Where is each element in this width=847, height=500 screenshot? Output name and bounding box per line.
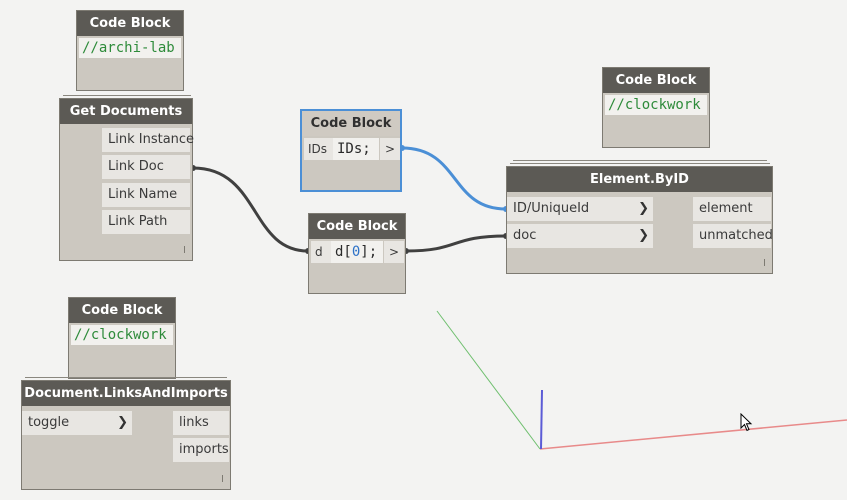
node-stack-edge: [510, 163, 770, 166]
output-port-link-doc[interactable]: Link Doc: [102, 155, 190, 179]
input-port-id-uniqueid[interactable]: ID/UniqueId ❯: [507, 197, 653, 221]
input-port-d[interactable]: d: [311, 241, 331, 263]
output-port-d[interactable]: >: [384, 241, 404, 263]
code-text[interactable]: IDs;: [333, 138, 379, 160]
node-title: Code Block: [603, 68, 709, 93]
resize-handle[interactable]: [764, 259, 765, 266]
chevron-right-icon: ❯: [638, 201, 649, 216]
node-stack-edge: [513, 160, 767, 163]
port-label: ID/UniqueId: [513, 201, 590, 216]
axis-x-line: [539, 419, 847, 450]
output-port-element[interactable]: element: [693, 197, 771, 221]
output-port-link-path[interactable]: Link Path: [102, 210, 190, 234]
node-title: Code Block: [309, 214, 405, 239]
axis-y-line: [436, 310, 541, 450]
resize-handle[interactable]: [184, 246, 185, 253]
node-stack-edge: [63, 95, 191, 98]
chevron-right-icon: ❯: [117, 415, 128, 430]
node-title: Code Block: [77, 11, 183, 36]
code-prefix: d[: [335, 244, 352, 260]
input-port-doc[interactable]: doc ❯: [507, 224, 653, 248]
code-text[interactable]: //clockwork: [605, 95, 707, 115]
arrow-cursor-icon: [740, 413, 753, 432]
output-port-link-name[interactable]: Link Name: [102, 183, 190, 207]
port-label: doc: [513, 228, 537, 243]
output-port-unmatched[interactable]: unmatched: [693, 224, 773, 248]
wire-linkdoc-to-d[interactable]: [192, 166, 309, 253]
output-port-link-instance[interactable]: Link Instance: [102, 128, 194, 152]
node-title: Document.LinksAndImports: [22, 381, 230, 406]
node-stack-edge: [25, 377, 227, 380]
code-text[interactable]: //clockwork: [71, 325, 173, 345]
node-title: Code Block: [69, 298, 175, 323]
code-block-clockwork-node[interactable]: Code Block //clockwork: [602, 67, 710, 148]
get-documents-node[interactable]: Get Documents Link Instance Link Doc Lin…: [59, 98, 194, 261]
code-text[interactable]: d[0];: [331, 241, 383, 263]
code-block-clockwork-node-2[interactable]: Code Block //clockwork: [68, 297, 176, 379]
code-block-ids-node[interactable]: Code Block IDs IDs; >: [300, 109, 402, 192]
chevron-right-icon: ❯: [638, 228, 649, 243]
code-block-index-node[interactable]: Code Block d d[0]; >: [308, 213, 406, 294]
code-text[interactable]: //archi-lab: [79, 38, 181, 58]
node-title: Get Documents: [60, 99, 192, 124]
port-label: toggle: [28, 415, 70, 430]
resize-handle[interactable]: [222, 475, 223, 482]
code-number: 0: [351, 244, 361, 260]
code-suffix: ];: [360, 244, 378, 260]
wire-ids-to-idunique[interactable]: [401, 146, 507, 211]
code-block-archi-lab-node[interactable]: Code Block //archi-lab: [76, 10, 184, 91]
node-title: Code Block: [302, 111, 400, 136]
document-links-and-imports-node[interactable]: Document.LinksAndImports toggle ❯ links …: [21, 380, 231, 490]
output-port-links[interactable]: links: [173, 411, 229, 435]
node-title: Element.ByID: [507, 167, 772, 192]
input-port-toggle[interactable]: toggle ❯: [22, 411, 132, 435]
axis-z-line: [540, 389, 543, 450]
output-port-imports[interactable]: imports: [173, 438, 229, 462]
element-byid-node[interactable]: Element.ByID ID/UniqueId ❯ doc ❯ element…: [506, 166, 773, 274]
input-port-ids[interactable]: IDs: [304, 138, 333, 160]
output-port-ids[interactable]: >: [380, 138, 400, 160]
wire-d-to-doc[interactable]: [405, 234, 507, 253]
